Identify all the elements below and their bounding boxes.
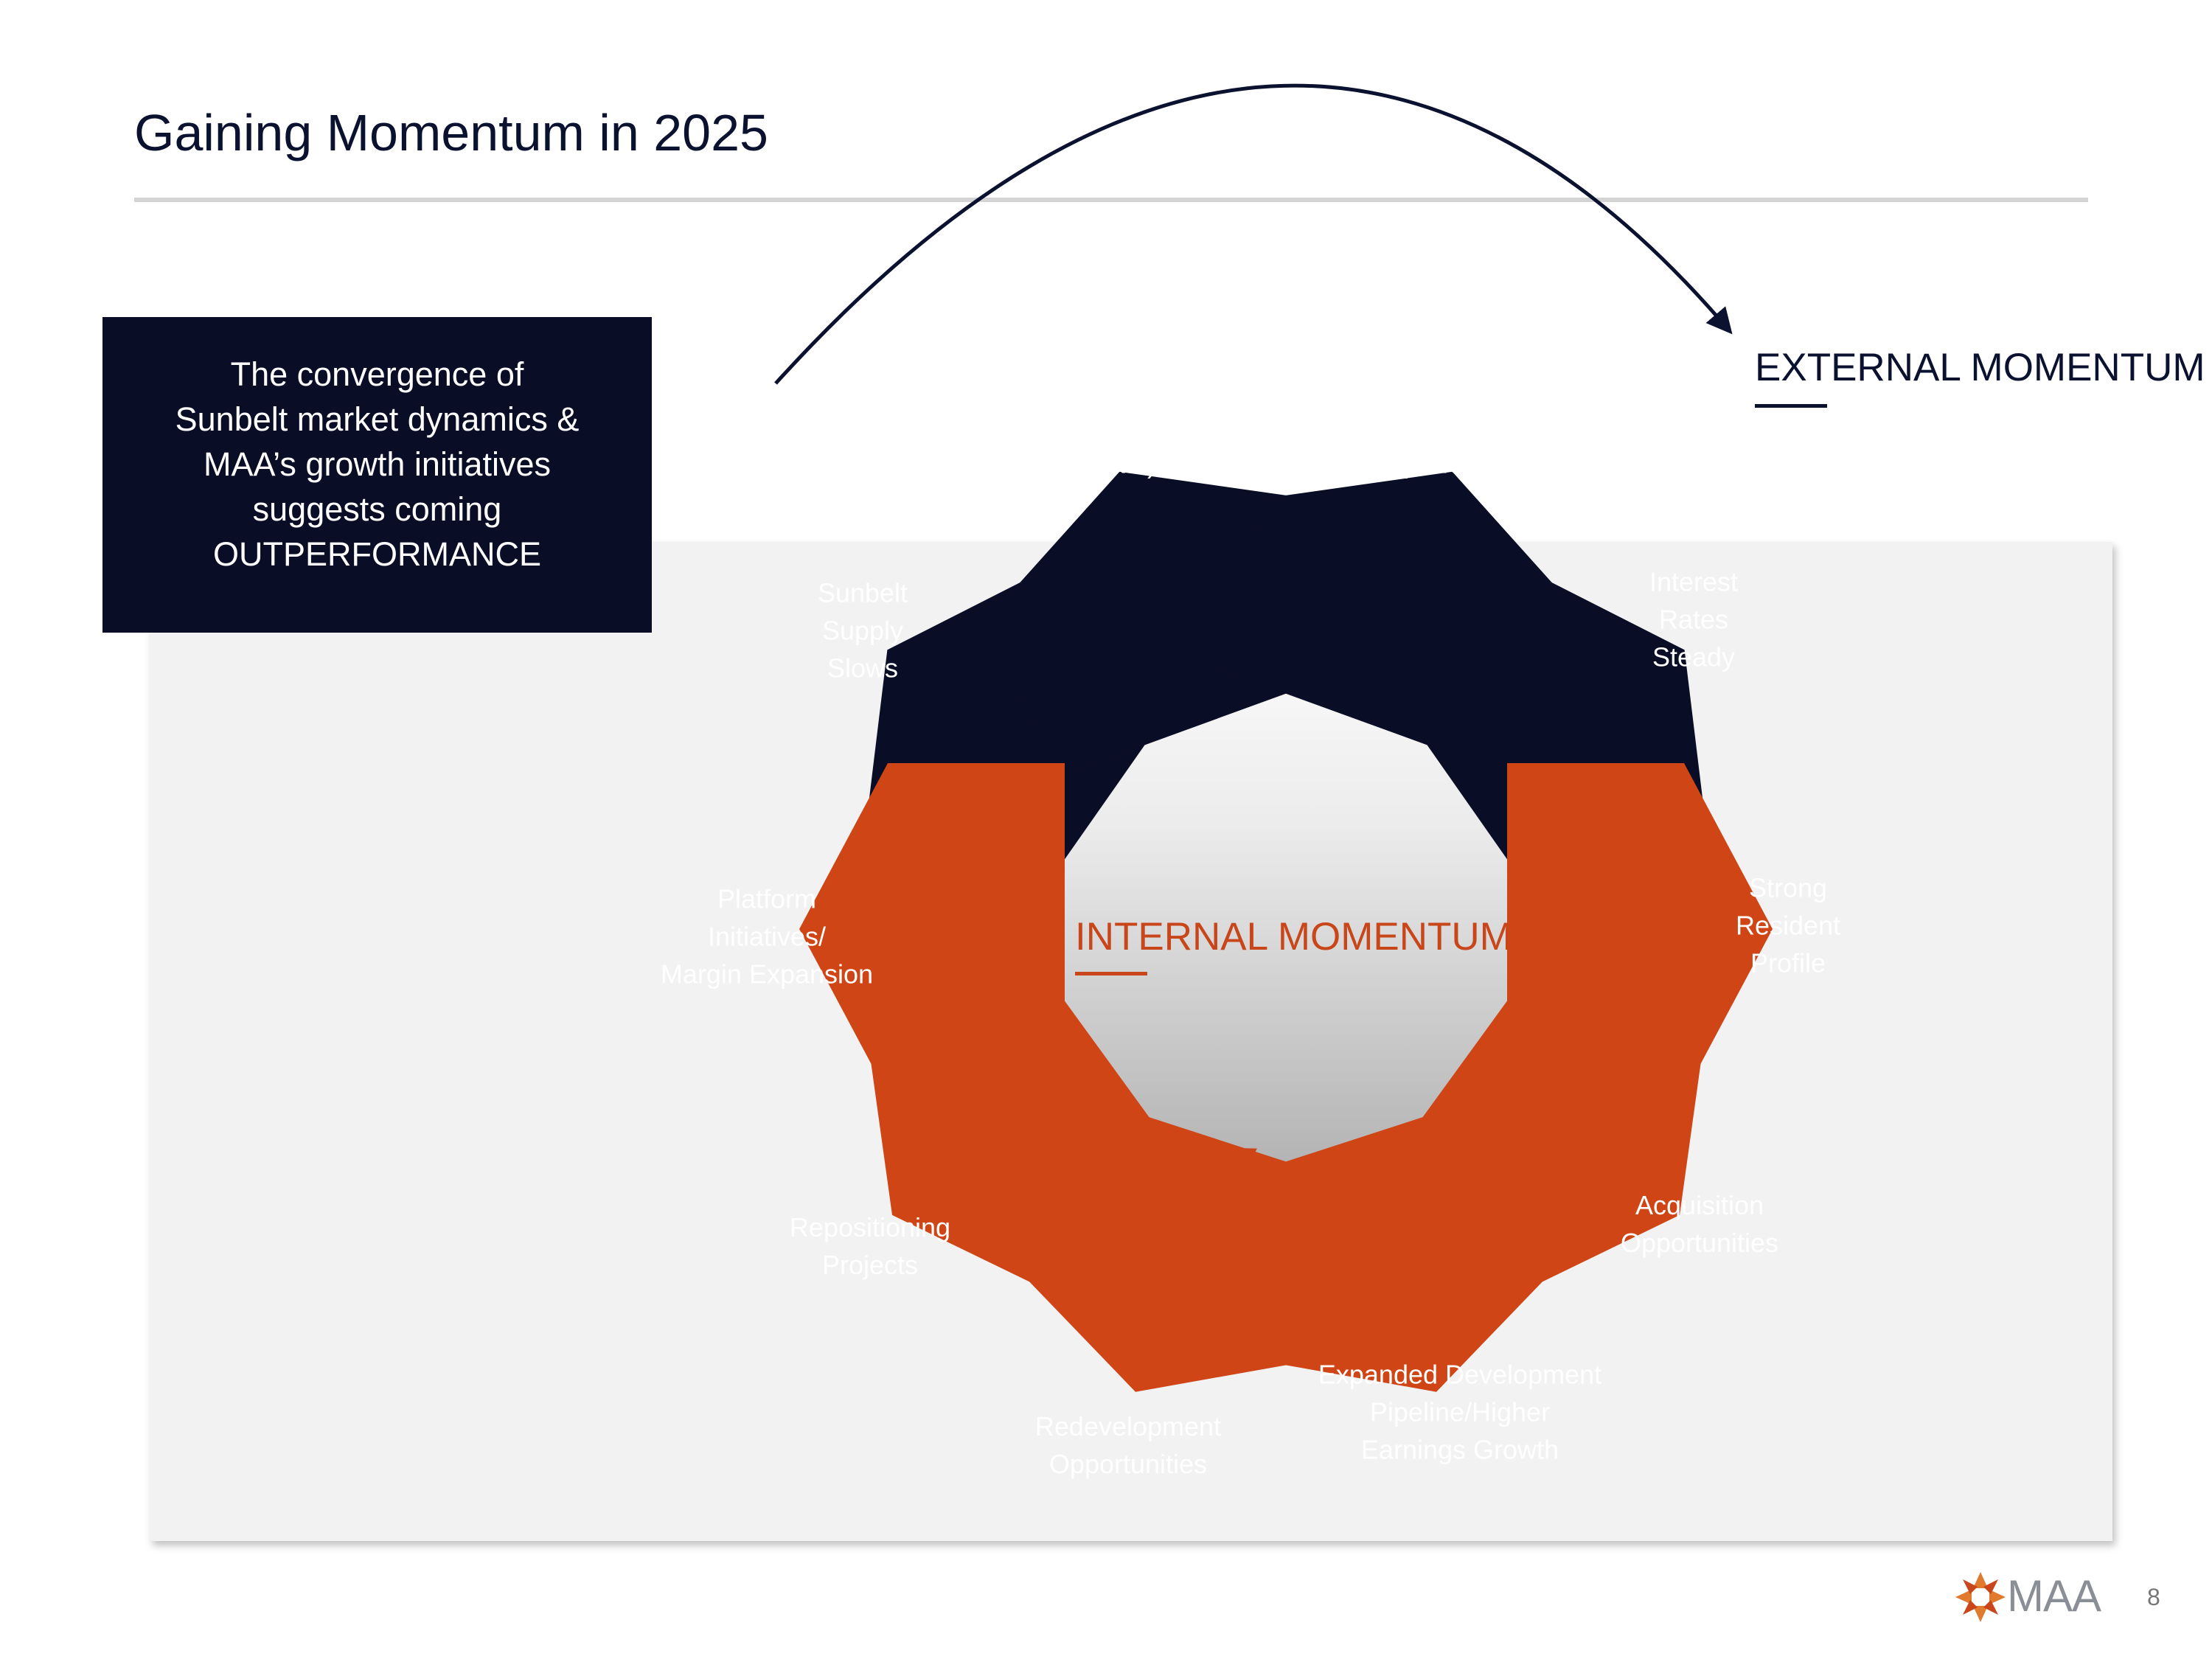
internal-item-label-5: Platform Initiatives/ Margin Expansion xyxy=(660,883,874,990)
page-number: 8 xyxy=(2147,1584,2160,1610)
title-divider xyxy=(134,198,2088,202)
callout-box: The convergence of Sunbelt market dynami… xyxy=(102,317,652,633)
external-item-label-1: Absorption Continues (Concession Abate) xyxy=(979,373,1255,479)
internal-momentum-underline xyxy=(1075,972,1147,975)
maa-logo-icon xyxy=(1955,1572,2006,1622)
logo-wordmark: MAA xyxy=(2007,1571,2101,1621)
internal-item-label-0: Strong Resident Profile xyxy=(1735,872,1841,978)
internal-item-label-2: Expanded Development Pipeline/Higher Ear… xyxy=(1318,1359,1602,1465)
internal-item-label-1: Acquisition Opportunities xyxy=(1620,1190,1779,1258)
external-item-label-2: Sunbelt Demand Outperforms xyxy=(1360,373,1509,479)
external-momentum-underline xyxy=(1755,404,1827,408)
external-momentum-arrow xyxy=(774,83,1733,385)
external-item-label-0: Sunbelt Supply Slows xyxy=(817,577,908,684)
external-item-label-3: Interest Rates Steady xyxy=(1649,566,1739,672)
internal-item-label-3: Redevelopment Opportunities xyxy=(1034,1411,1222,1479)
external-momentum-label: EXTERNAL MOMENTUM xyxy=(1755,346,2205,389)
page-title: Gaining Momentum in 2025 xyxy=(134,104,768,161)
internal-momentum-label: INTERNAL MOMENTUM xyxy=(1075,915,1512,959)
internal-item-label-4: Repositioning Projects xyxy=(789,1212,951,1280)
internal-segment-5 xyxy=(799,763,1065,1095)
callout-text: The convergence of Sunbelt market dynami… xyxy=(175,355,580,573)
